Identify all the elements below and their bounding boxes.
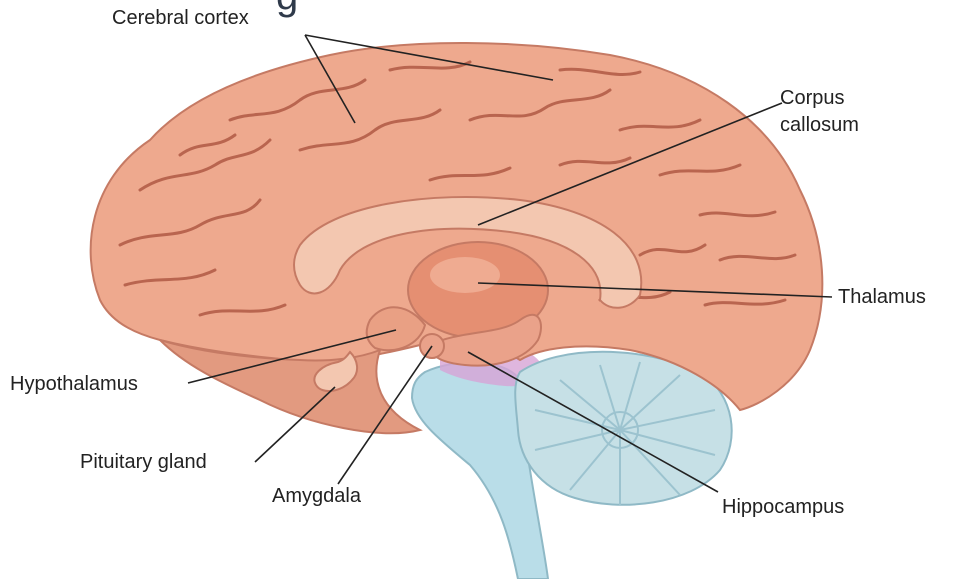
label-corpus-callosum-line2: callosum bbox=[780, 114, 859, 137]
label-corpus-callosum-line1: Corpus bbox=[780, 87, 844, 110]
label-pituitary-gland: Pituitary gland bbox=[80, 451, 207, 474]
label-hypothalamus: Hypothalamus bbox=[10, 373, 138, 396]
label-hippocampus: Hippocampus bbox=[722, 496, 844, 519]
thalamus-highlight bbox=[430, 257, 500, 293]
label-amygdala: Amygdala bbox=[272, 485, 361, 508]
label-cerebral-cortex: Cerebral cortex bbox=[112, 7, 249, 30]
label-thalamus: Thalamus bbox=[838, 286, 926, 309]
